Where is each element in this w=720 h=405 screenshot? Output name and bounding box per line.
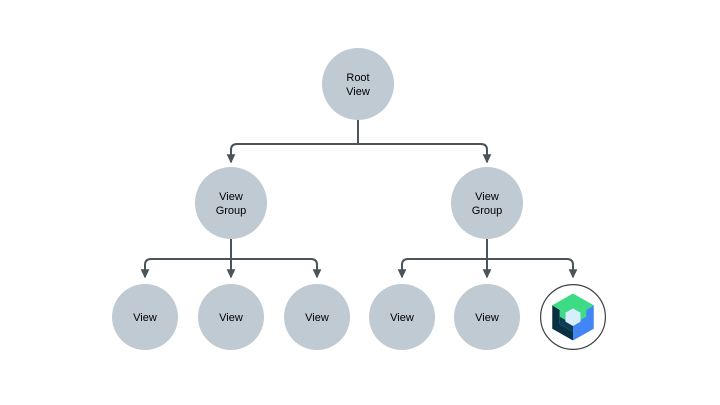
node-viewgroup-right[interactable]: View Group bbox=[451, 167, 523, 239]
node-viewgroup-right-label-line1: View bbox=[475, 191, 499, 203]
node-view-1-circle[interactable] bbox=[112, 284, 178, 350]
node-view-1-label: View bbox=[133, 312, 157, 324]
node-view-5-label: View bbox=[475, 312, 499, 324]
node-view-2-circle[interactable] bbox=[198, 284, 264, 350]
node-view-3-label: View bbox=[305, 312, 329, 324]
node-root-view-label-line1: Root bbox=[346, 72, 369, 84]
node-view-3-circle[interactable] bbox=[284, 284, 350, 350]
edge-group-left-branch bbox=[140, 239, 322, 279]
node-viewgroup-right-label-line2: Group bbox=[472, 205, 503, 217]
compose-icon-top-left-tab bbox=[552, 305, 566, 321]
node-view-3[interactable]: View bbox=[284, 284, 350, 350]
node-root-view-label-line2: View bbox=[346, 86, 370, 98]
edge-root-to-viewgroup-left bbox=[226, 143, 358, 164]
compose-icon-right-face bbox=[573, 305, 594, 341]
node-view-1[interactable]: View bbox=[112, 284, 178, 350]
edge-viewgroup-right-to-view-4 bbox=[397, 258, 487, 279]
node-viewgroup-left[interactable]: View Group bbox=[195, 167, 267, 239]
edge-root-to-viewgroup-right bbox=[358, 143, 492, 164]
node-view-4-circle[interactable] bbox=[369, 284, 435, 350]
compose-icon-top-face bbox=[552, 293, 594, 313]
node-viewgroup-left-label-line2: Group bbox=[216, 205, 247, 217]
edge-viewgroup-right-to-compose-node bbox=[487, 258, 578, 279]
edge-group-level-0 bbox=[226, 120, 492, 164]
node-root-view-circle[interactable] bbox=[322, 48, 394, 120]
edge-group-right-branch bbox=[397, 239, 578, 279]
node-viewgroup-right-circle[interactable] bbox=[451, 167, 523, 239]
node-view-2[interactable]: View bbox=[198, 284, 264, 350]
node-compose[interactable] bbox=[539, 284, 606, 351]
node-view-5-circle[interactable] bbox=[454, 284, 520, 350]
node-viewgroup-left-circle[interactable] bbox=[195, 167, 267, 239]
edge-viewgroup-left-to-view-3 bbox=[231, 258, 322, 279]
node-view-2-label: View bbox=[219, 312, 243, 324]
compose-icon-left-face bbox=[552, 305, 573, 341]
node-view-4[interactable]: View bbox=[369, 284, 435, 350]
edge-viewgroup-left-to-view-1 bbox=[140, 258, 231, 279]
compose-icon-center-hexagon bbox=[565, 308, 581, 327]
node-viewgroup-left-label-line1: View bbox=[219, 191, 243, 203]
node-root-view[interactable]: Root View bbox=[322, 48, 394, 120]
node-view-5[interactable]: View bbox=[454, 284, 520, 350]
jetpack-compose-icon bbox=[552, 293, 594, 341]
compose-icon-top-right-tab bbox=[580, 305, 594, 321]
node-view-4-label: View bbox=[390, 312, 414, 324]
